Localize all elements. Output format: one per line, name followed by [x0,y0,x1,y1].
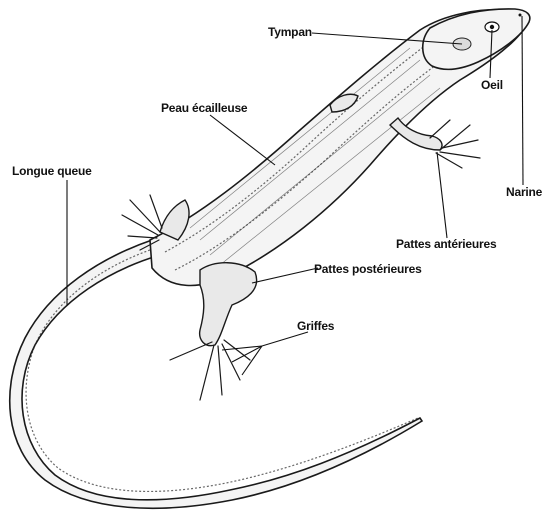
label-oeil: Oeil [481,78,503,92]
leader-peau [210,115,275,165]
leader-griffes [222,332,308,350]
label-pattes-anterieures: Pattes antérieures [396,237,497,251]
label-griffes: Griffes [297,319,335,333]
label-tympan: Tympan [268,25,312,39]
hind-leg-near [200,263,257,346]
leader-narine [522,16,523,185]
label-peau: Peau écailleuse [161,101,248,115]
label-narine: Narine [506,185,543,199]
label-pattes-posterieures: Pattes postérieures [314,262,422,276]
leader-pattes-post [252,268,318,283]
lizard-nostril [519,14,522,17]
leader-pattes-ant [437,152,447,238]
lizard-head [423,9,530,70]
label-queue: Longue queue [12,164,92,178]
